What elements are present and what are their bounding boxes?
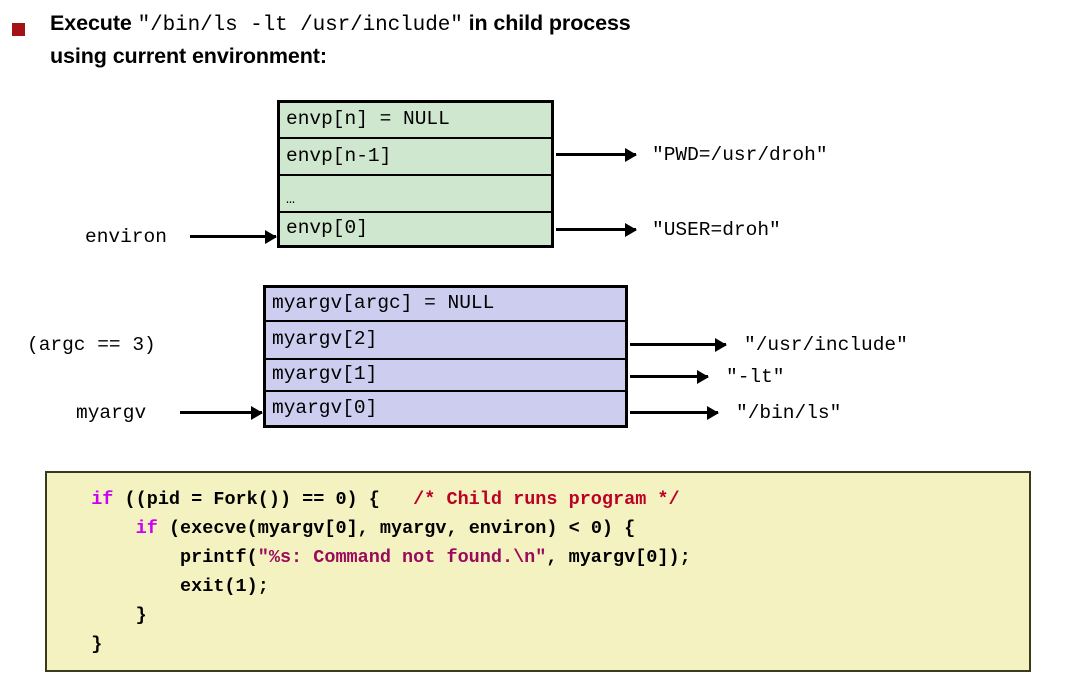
code-text-4: exit(1); (69, 576, 269, 597)
myargv-target-binls: "/bin/ls" (736, 402, 842, 424)
myargv-arrow-include (630, 343, 726, 346)
myargv-label: myargv (76, 402, 147, 424)
envp-array-box: envp[n] = NULL envp[n-1] … envp[0] (277, 100, 554, 248)
code-indent-2 (69, 518, 136, 539)
myargv-pointer-arrow (180, 411, 262, 414)
environ-pointer-arrow (190, 235, 276, 238)
myargv-target-lt: "-lt" (726, 366, 785, 388)
myargv-cell-argc: myargv[argc] = NULL (266, 288, 625, 322)
code-block: if ((pid = Fork()) == 0) { /* Child runs… (45, 471, 1031, 672)
code-text-6: } (69, 634, 103, 655)
code-comment-1: /* Child runs program */ (413, 489, 680, 510)
code-string-3: "%s: Command not found.\n" (257, 547, 547, 568)
code-text-2: (execve(myargv[0], myargv, environ) < 0)… (157, 518, 636, 539)
code-lines: if ((pid = Fork()) == 0) { /* Child runs… (69, 485, 691, 659)
code-keyword-if-1: if (69, 489, 114, 510)
envp-cell-0: envp[0] (280, 213, 551, 245)
myargv-cell-0: myargv[0] (266, 392, 625, 425)
code-text-1: ((pid = Fork()) == 0) { (113, 489, 414, 510)
myargv-target-include: "/usr/include" (744, 334, 908, 356)
myargv-array-box: myargv[argc] = NULL myargv[2] myargv[1] … (263, 285, 628, 428)
myargv-cell-1: myargv[1] (266, 360, 625, 392)
myargv-cell-2: myargv[2] (266, 322, 625, 360)
code-text-5: } (69, 605, 147, 626)
environ-label: environ (85, 226, 167, 248)
envp-arrow-user (556, 228, 636, 231)
envp-cell-n: envp[n] = NULL (280, 103, 551, 139)
bullet-line2: using current environment: (50, 44, 327, 68)
myargv-arrow-lt (630, 375, 708, 378)
code-text-3a: printf( (69, 547, 258, 568)
envp-target-user: "USER=droh" (652, 219, 781, 241)
envp-cell-ellipsis: … (280, 176, 551, 213)
bullet-suffix: in child process (462, 11, 631, 35)
envp-target-pwd: "PWD=/usr/droh" (652, 144, 828, 166)
bullet-prefix: Execute (50, 11, 138, 35)
argc-label: (argc == 3) (27, 334, 156, 356)
myargv-arrow-binls (630, 411, 718, 414)
envp-cell-n-1: envp[n-1] (280, 139, 551, 176)
code-keyword-if-2: if (135, 518, 158, 539)
code-text-3b: , myargv[0]); (546, 547, 691, 568)
envp-arrow-pwd (556, 153, 636, 156)
square-bullet-icon (12, 23, 25, 36)
bullet-text: Execute "/bin/ls -lt /usr/include" in ch… (50, 8, 1050, 72)
bullet-command: "/bin/ls -lt /usr/include" (137, 14, 463, 37)
